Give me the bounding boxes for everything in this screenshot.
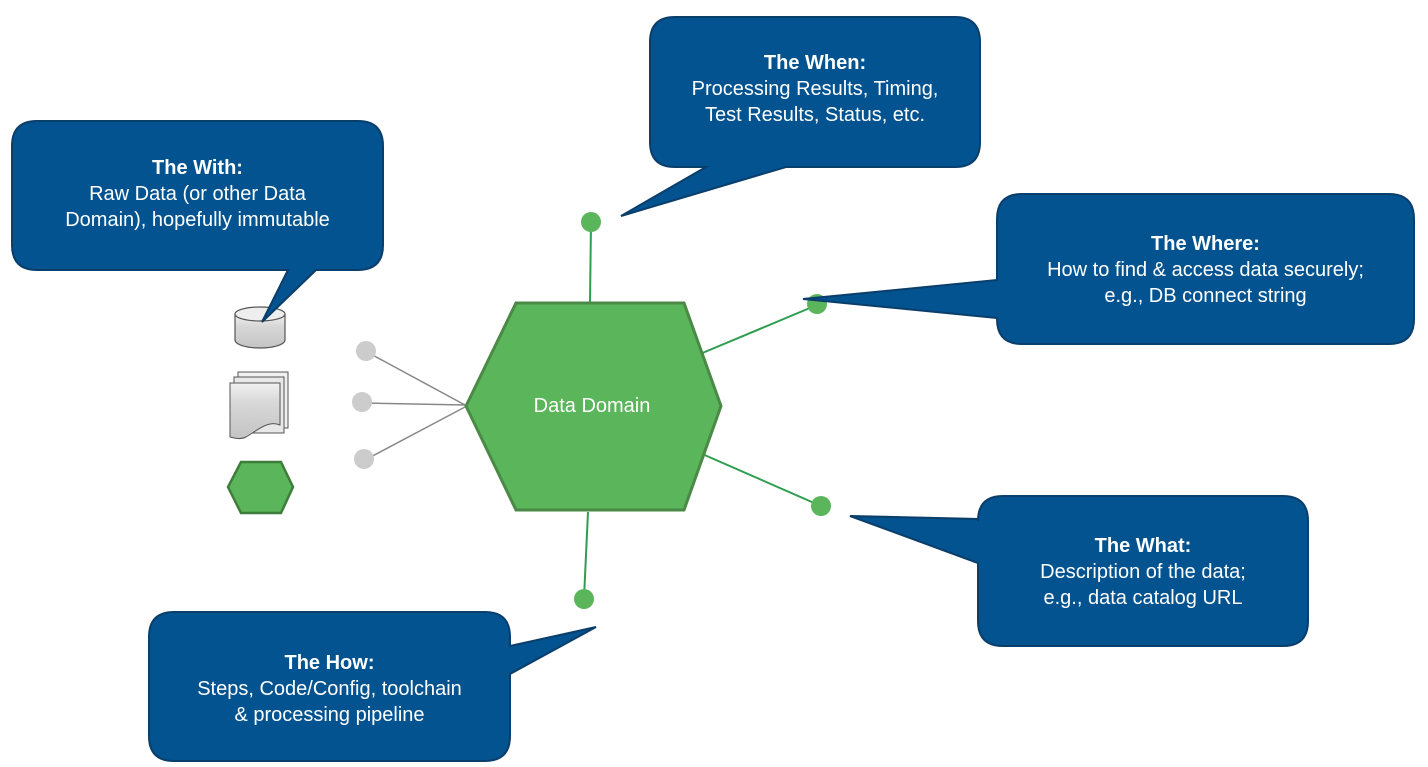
callout-with-bubble	[11, 120, 384, 323]
callout-where: The Where: How to find & access data sec…	[997, 231, 1414, 309]
data-domain-label: Data Domain	[533, 395, 651, 417]
callout-how-bubble	[148, 611, 597, 762]
callout-where-bubble	[802, 193, 1415, 345]
data-domain-hexagon[interactable]	[464, 301, 723, 512]
callout-with-title: The With:	[152, 157, 243, 179]
connector-how	[583, 511, 589, 599]
input-node-2[interactable]	[352, 392, 372, 412]
connector-what	[699, 452, 822, 507]
connector-when	[589, 221, 592, 303]
input-connector-1	[366, 351, 466, 406]
input-node-3[interactable]	[354, 449, 374, 469]
callout-what: The What: Description of the data; e.g.,…	[978, 533, 1308, 611]
callout-what-line: e.g., data catalog URL	[1043, 587, 1243, 609]
callout-when-line: Test Results, Status, etc.	[704, 104, 926, 126]
connector-where	[699, 304, 818, 355]
callout-how-line: & processing pipeline	[234, 704, 425, 726]
callout-where-line: How to find & access data securely;	[1047, 259, 1364, 281]
database-icon	[234, 306, 286, 349]
callout-how: The How: Steps, Code/Config, toolchain &…	[149, 650, 510, 728]
input-node-1[interactable]	[356, 341, 376, 361]
callout-how-line: Steps, Code/Config, toolchain	[197, 678, 462, 700]
callout-when-title: The When:	[763, 52, 867, 74]
callout-where-line: e.g., DB connect string	[1104, 285, 1307, 307]
node-how[interactable]	[574, 589, 594, 609]
node-what[interactable]	[811, 496, 831, 516]
callout-when-line: Processing Results, Timing,	[691, 78, 939, 100]
callout-when: The When: Processing Results, Timing, Te…	[650, 50, 980, 128]
callout-with: The With: Raw Data (or other Data Domain…	[12, 155, 383, 233]
input-connector-2	[361, 402, 466, 406]
node-when[interactable]	[581, 212, 601, 232]
data-domain-hexagon-icon	[226, 460, 295, 515]
callout-with-line: Domain), hopefully immutable	[65, 209, 330, 231]
input-connector-3	[364, 406, 466, 461]
callout-what-title: The What:	[1094, 535, 1192, 557]
callout-what-bubble	[849, 495, 1309, 647]
documents-icon	[229, 371, 289, 440]
callout-what-line: Description of the data;	[1040, 561, 1246, 583]
callout-where-title: The Where:	[1151, 233, 1260, 255]
callout-how-title: The How:	[284, 652, 375, 674]
callout-when-bubble	[620, 16, 981, 217]
callout-with-line: Raw Data (or other Data	[89, 183, 306, 205]
